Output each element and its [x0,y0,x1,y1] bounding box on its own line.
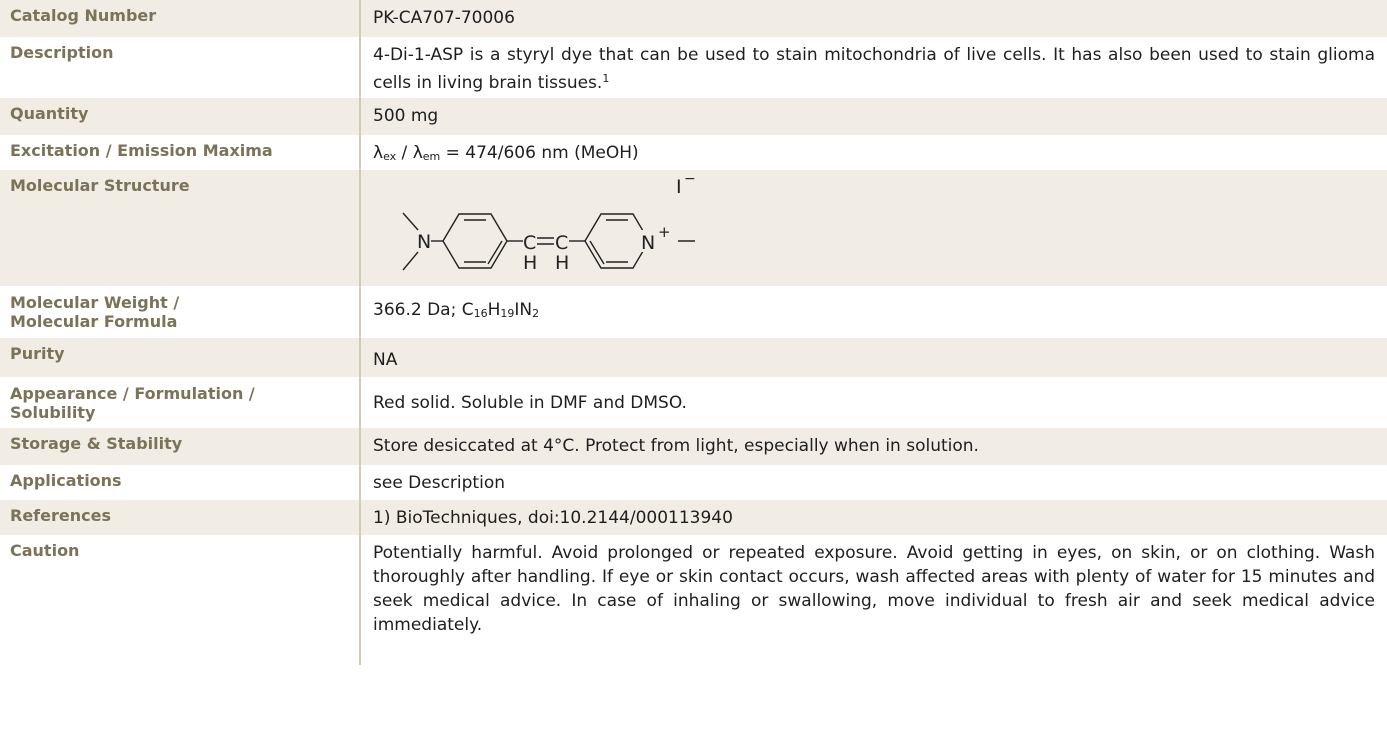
formula-in: IN [514,300,533,320]
row-quantity: Quantity 500 mg [0,98,1387,135]
molecular-weight: 366.2 Da; [373,300,462,320]
row-storage: Storage & Stability Store desiccated at … [0,428,1387,465]
bond-methyl-bottom [402,251,419,271]
formula-c: C [461,300,474,320]
benzene-double-bond-right [487,240,503,265]
atom-c2: C [555,232,568,254]
row-references: References 1) BioTechniques, doi:10.2144… [0,500,1387,535]
label-references: References [0,500,361,535]
formula-h: H [487,300,501,320]
value-description: 4-Di-1-ASP is a styryl dye that can be u… [361,37,1387,98]
atom-h2: H [555,252,569,274]
row-caution: Caution Potentially harmful. Avoid prolo… [0,535,1387,665]
row-molecular-weight: Molecular Weight / Molecular Formula 366… [0,286,1387,338]
row-applications: Applications see Description [0,465,1387,500]
lambda-ex-subscript: ex [383,150,397,163]
label-molecular-structure: Molecular Structure [0,170,361,286]
pyridinium-n-mask [639,230,661,252]
charge-plus: + [658,223,671,241]
formula-n-count: 2 [532,307,540,320]
iodide-ion: I [676,176,682,198]
value-molecular-weight: 366.2 Da; C16H19IN2 [361,286,1387,338]
label-appearance-line2: Solubility [10,402,96,422]
row-description: Description 4-Di-1-ASP is a styryl dye t… [0,37,1387,98]
label-appearance: Appearance / Formulation / Solubility [0,377,361,428]
lambda-separator: / [396,143,413,163]
value-purity: NA [373,350,398,370]
value-catalog-number: PK-CA707-70006 [373,8,515,28]
value-caution: Potentially harmful. Avoid prolonged or … [373,543,1375,635]
label-caution: Caution [0,535,361,665]
label-molecular-weight: Molecular Weight / Molecular Formula [0,286,361,338]
row-excitation-emission: Excitation / Emission Maxima λex / λem =… [0,135,1387,170]
label-purity: Purity [0,338,361,377]
value-molecular-structure: N C C H H N + I − [361,170,1387,286]
atom-n-right: N [641,232,655,254]
pyridinium-double-bond-left [589,240,605,265]
label-molecular-weight-line1: Molecular Weight / [10,293,180,312]
value-references: 1) BioTechniques, doi:10.2144/000113940 [373,508,733,528]
label-appearance-line1: Appearance / Formulation / [10,383,255,403]
row-purity: Purity NA [0,338,1387,377]
value-excitation-emission: λex / λem = 474/606 nm (MeOH) [361,135,1387,170]
label-applications: Applications [0,465,361,500]
description-text: 4-Di-1-ASP is a styryl dye that can be u… [373,45,1375,93]
label-catalog-number: Catalog Number [0,0,361,37]
formula-c-count: 16 [473,307,488,320]
label-description: Description [0,37,361,98]
excitation-emission-values: = 474/606 nm (MeOH) [440,143,639,163]
atom-n-left: N [417,231,431,253]
value-storage: Store desiccated at 4°C. Protect from li… [373,436,979,456]
atom-h1: H [523,252,537,274]
bond-methyl-top [402,212,419,231]
value-appearance: Red solid. Soluble in DMF and DMSO. [373,392,687,413]
value-applications: see Description [373,473,505,493]
iodide-charge-minus: − [684,171,696,187]
description-ref-mark: 1 [602,72,610,85]
row-molecular-structure: Molecular Structure [0,170,1387,286]
label-storage: Storage & Stability [0,428,361,465]
benzene-ring [442,213,508,269]
value-quantity: 500 mg [373,106,439,126]
label-quantity: Quantity [0,98,361,135]
molecular-structure-diagram: N C C H H N + I − [402,171,696,274]
label-excitation-emission: Excitation / Emission Maxima [0,135,361,170]
lambda-em-symbol: λ [412,143,423,163]
lambda-ex-symbol: λ [373,143,384,163]
row-catalog-number: Catalog Number PK-CA707-70006 [0,0,1387,37]
atom-c1: C [523,232,536,254]
row-appearance: Appearance / Formulation / Solubility Re… [0,377,1387,428]
label-molecular-weight-line2: Molecular Formula [10,312,178,331]
product-spec-table: Catalog Number PK-CA707-70006 Descriptio… [0,0,1387,665]
formula-h-count: 19 [500,307,515,320]
lambda-em-subscript: em [422,150,441,163]
